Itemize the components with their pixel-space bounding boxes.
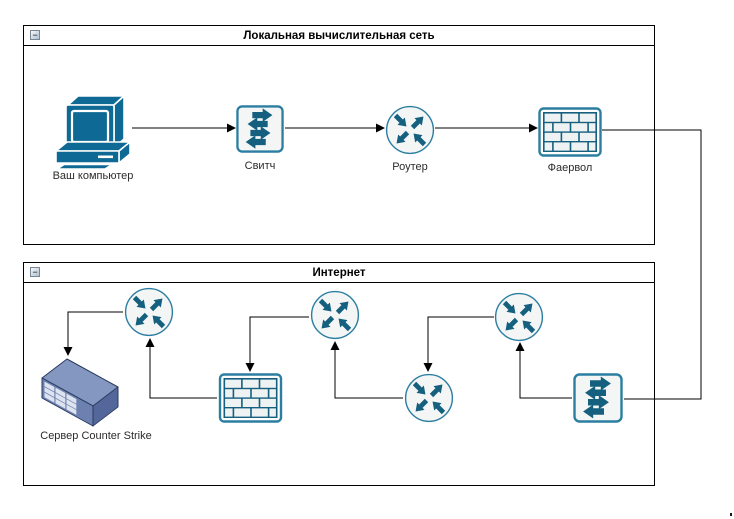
node-router-lan[interactable] — [385, 105, 435, 155]
group-lan-title: Локальная вычислительная сеть — [243, 29, 435, 42]
label-firewall-lan: Фаервол — [547, 162, 593, 174]
router-icon — [494, 292, 544, 342]
stray-dot — [730, 513, 732, 516]
label-your-computer: Ваш компьютер — [52, 170, 134, 182]
label-router-lan: Роутер — [392, 161, 428, 173]
node-internet-switch[interactable] — [573, 373, 623, 423]
server-icon — [40, 356, 122, 428]
collapse-button-lan[interactable]: − — [30, 30, 40, 40]
router-icon — [404, 373, 454, 423]
desktop-computer-icon — [54, 91, 132, 169]
collapse-button-internet[interactable]: − — [30, 267, 40, 277]
label-counter-strike-server: Сервер Counter Strike — [40, 430, 152, 442]
connector-router4-router3[interactable] — [427, 316, 494, 364]
router-icon — [124, 287, 174, 337]
router-icon — [385, 105, 435, 155]
network-switch-icon — [573, 373, 623, 423]
node-internet-router-2[interactable] — [310, 290, 360, 340]
arrowheads — [63, 123, 538, 372]
connector-router3-router2[interactable] — [334, 349, 403, 399]
firewall-icon — [218, 373, 283, 423]
group-lan-header: − Локальная вычислительная сеть — [24, 26, 654, 46]
group-internet-title: Интернет — [312, 266, 366, 279]
node-internet-router-4[interactable] — [494, 292, 544, 342]
connector-firewall1-switch2[interactable] — [602, 129, 702, 400]
label-switch-lan: Свитч — [244, 160, 276, 172]
node-internet-router-3[interactable] — [404, 373, 454, 423]
connector-firewall2-router1[interactable] — [149, 346, 217, 399]
firewall-icon — [538, 107, 602, 157]
connector-switch2-router4[interactable] — [519, 350, 572, 399]
node-your-computer[interactable] — [54, 91, 132, 169]
connector-router2-firewall2[interactable] — [249, 316, 309, 364]
node-switch-lan[interactable] — [236, 105, 284, 153]
router-icon — [310, 290, 360, 340]
network-switch-icon — [236, 105, 284, 153]
node-counter-strike-server[interactable] — [40, 356, 122, 428]
connector-router1-server[interactable] — [67, 311, 123, 348]
node-firewall-lan[interactable] — [538, 107, 602, 157]
group-internet-header: − Интернет — [24, 263, 654, 283]
node-internet-firewall[interactable] — [218, 373, 283, 423]
node-internet-router-1[interactable] — [124, 287, 174, 337]
